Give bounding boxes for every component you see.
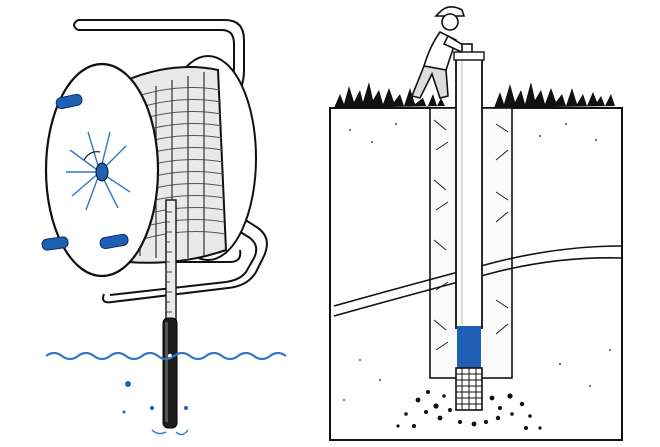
hard-hat <box>434 6 466 17</box>
peg-bottom-right <box>99 233 129 250</box>
water-level-meter-panel <box>41 19 287 436</box>
water-droplets <box>122 381 188 414</box>
gravel-pack <box>396 390 542 430</box>
well-screen <box>455 367 483 411</box>
probe-splash <box>151 429 189 436</box>
reel-front-flange <box>44 62 160 278</box>
soil-speckle <box>343 123 611 401</box>
water-surface <box>45 351 287 361</box>
head <box>441 13 459 31</box>
reel-pegs <box>41 93 129 251</box>
monitoring-well-panel <box>329 6 623 441</box>
aquifer-layer <box>333 245 623 317</box>
well-water <box>457 326 481 368</box>
well-casing <box>453 51 485 329</box>
peg-bottom-left <box>41 236 69 251</box>
measuring-tape <box>165 199 177 321</box>
probe <box>162 317 178 429</box>
legs <box>410 65 449 99</box>
surface-vegetation <box>334 82 615 108</box>
peg-top-left <box>55 93 83 110</box>
hub-cap <box>95 162 109 182</box>
well-cap <box>453 51 485 61</box>
